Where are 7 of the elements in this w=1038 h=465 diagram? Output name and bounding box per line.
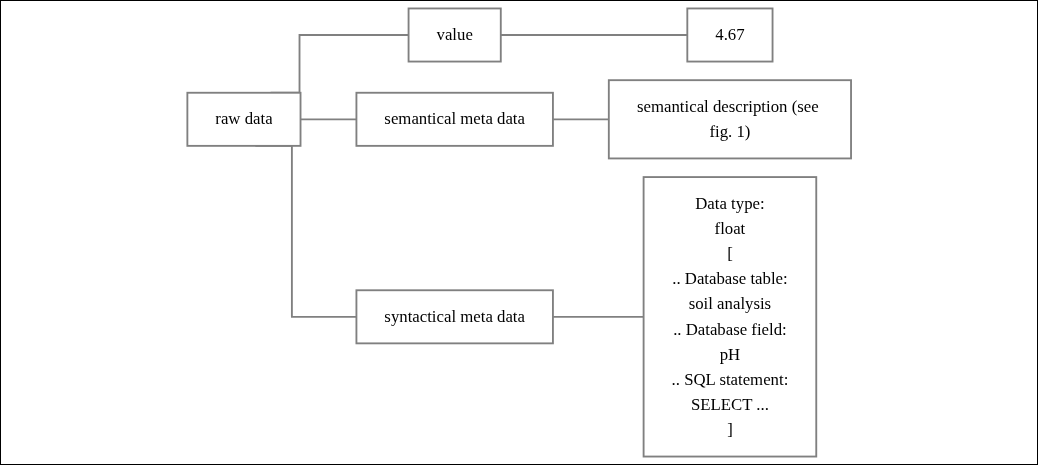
node-box: raw data [186, 91, 302, 147]
node-box: Data type: float [ .. Database table: soil analysis .. Database field: pH .. SQL statement: SELECT ... ] [642, 176, 817, 458]
node-box: semantical meta data [355, 91, 554, 147]
node-box: syntactical meta data [355, 289, 554, 345]
node-box: semantical description (see fig. 1) [607, 79, 852, 160]
node-box: value [407, 7, 502, 63]
node-box: 4.67 [686, 7, 774, 63]
